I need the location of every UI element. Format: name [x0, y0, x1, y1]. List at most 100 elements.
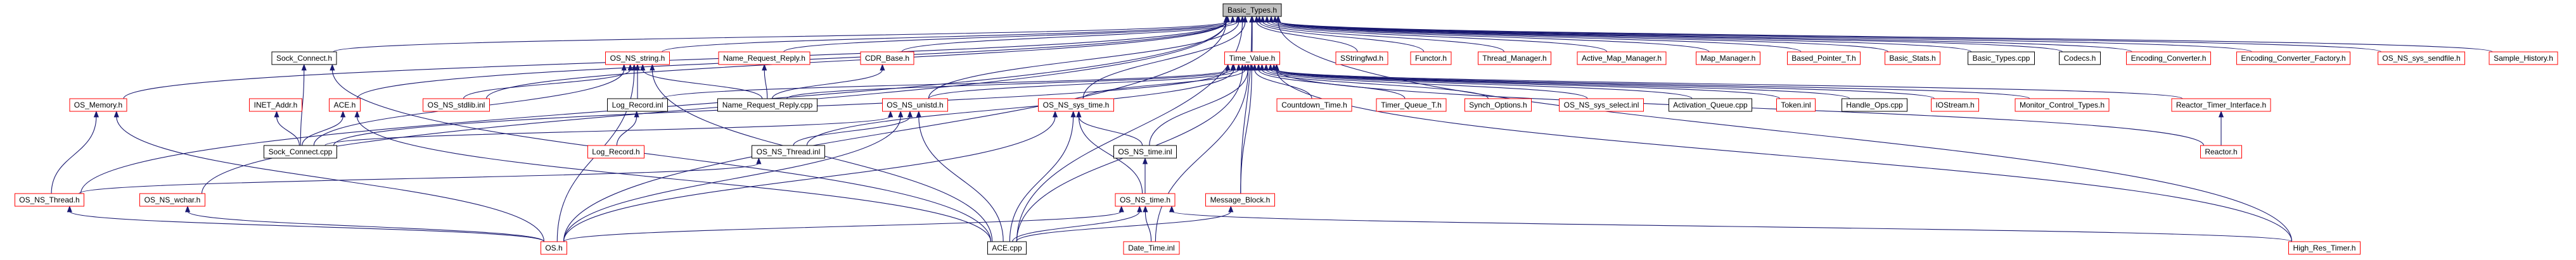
- node-timer-queue-t-h[interactable]: Timer_Queue_T.h: [1376, 98, 1447, 112]
- edge-log-record-inl-to-os-ns-string-h: [634, 63, 641, 99]
- edge-line: [1009, 116, 1074, 242]
- node-sock-connect-h[interactable]: Sock_Connect.h: [271, 51, 337, 65]
- node-date-time-inl[interactable]: Date_Time.inl: [1123, 241, 1180, 255]
- node-cdr-base-h[interactable]: CDR_Base.h: [860, 51, 914, 65]
- node-os-ns-wchar-h[interactable]: OS_NS_wchar.h: [139, 193, 205, 207]
- node-os-ns-string-h[interactable]: OS_NS_string.h: [605, 51, 670, 65]
- node-based-pointer-t-h[interactable]: Based_Pointer_T.h: [1787, 51, 1861, 65]
- edge-os-ns-unistd-h-to-basic-types-h: [928, 15, 1241, 99]
- edge-os-ns-string-h-to-basic-types-h: [662, 15, 1231, 53]
- node-monitor-control-types-h[interactable]: Monitor_Control_Types.h: [2015, 98, 2110, 112]
- edge-line: [69, 211, 545, 242]
- edge-os-ns-unistd-h-to-time-value-h: [928, 63, 1241, 99]
- arrowhead: [1268, 15, 1274, 23]
- node-sock-connect-cpp[interactable]: Sock_Connect.cpp: [264, 145, 337, 159]
- edge-name-request-reply-cpp-to-cdr-base-h: [772, 63, 885, 99]
- node-box: [139, 193, 205, 207]
- node-name-request-reply-h[interactable]: Name_Request_Reply.h: [718, 51, 811, 65]
- node-box: [1205, 193, 1275, 207]
- node-label: Basic_Types.h: [1227, 6, 1277, 15]
- node-synch-options-h[interactable]: Synch_Options.h: [1464, 98, 1532, 112]
- node-box: [1577, 51, 1667, 65]
- arrowhead: [888, 110, 894, 118]
- node-os-ns-unistd-h[interactable]: OS_NS_unistd.h: [882, 98, 948, 112]
- node-active-map-manager-h[interactable]: Active_Map_Manager.h: [1577, 51, 1667, 65]
- node-label: Name_Request_Reply.cpp: [722, 101, 813, 109]
- node-label: Message_Block.h: [1210, 195, 1271, 204]
- node-functor-h[interactable]: Functor.h: [1410, 51, 1452, 65]
- edge-line: [1171, 211, 2293, 242]
- node-name-request-reply-cpp[interactable]: Name_Request_Reply.cpp: [717, 98, 817, 112]
- edge-os-h-to-os-memory-h: [113, 110, 545, 242]
- node-log-record-inl[interactable]: Log_Record.inl: [607, 98, 668, 112]
- node-iostream-h[interactable]: IOStream.h: [1931, 98, 1979, 112]
- node-os-memory-h[interactable]: OS_Memory.h: [69, 98, 127, 112]
- node-encoding-converter-factory-h[interactable]: Encoding_Converter_Factory.h: [2236, 51, 2350, 65]
- node-os-ns-sys-select-inl[interactable]: OS_NS_sys_select.inl: [1559, 98, 1644, 112]
- arrowhead: [1118, 205, 1124, 213]
- arrowhead: [1231, 63, 1236, 71]
- node-token-inl[interactable]: Token.inl: [1776, 98, 1816, 112]
- edge-os-h-to-os-ns-unistd-h: [563, 110, 904, 242]
- node-os-ns-time-h[interactable]: OS_NS_time.h: [1115, 193, 1176, 207]
- node-ace-h[interactable]: ACE.h: [329, 98, 361, 112]
- node-box: [1669, 98, 1752, 112]
- edge-line: [1276, 69, 2030, 99]
- node-box: [718, 51, 811, 65]
- node-os-ns-thread-h[interactable]: OS_NS_Thread.h: [15, 193, 84, 207]
- edge-os-ns-sys-sendfile-h-to-basic-types-h: [1275, 15, 2382, 53]
- node-thread-manager-h[interactable]: Thread_Manager.h: [1478, 51, 1551, 65]
- node-label: OS_NS_stdlib.inl: [428, 101, 485, 109]
- node-handle-ops-cpp[interactable]: Handle_Ops.cpp: [1842, 98, 1907, 112]
- node-label: Synch_Options.h: [1469, 101, 1527, 109]
- arrowhead: [1143, 205, 1148, 213]
- edge-line: [1016, 21, 1243, 242]
- node-inet-addr-h[interactable]: INET_Addr.h: [249, 98, 302, 112]
- node-sstringfwd-h[interactable]: SStringfwd.h: [1335, 51, 1388, 65]
- node-basic-stats-h[interactable]: Basic_Stats.h: [1885, 51, 1940, 65]
- node-message-block-h[interactable]: Message_Block.h: [1205, 193, 1275, 207]
- node-os-ns-sys-time-h[interactable]: OS_NS_sys_time.h: [1038, 98, 1114, 112]
- node-activation-queue-cpp[interactable]: Activation_Queue.cpp: [1669, 98, 1752, 112]
- node-log-record-h[interactable]: Log_Record.h: [587, 145, 644, 159]
- node-box: [1222, 3, 1282, 17]
- node-label: ACE.cpp: [992, 244, 1022, 252]
- edge-line: [1149, 69, 1248, 146]
- edge-line: [1155, 69, 1249, 242]
- node-reactor-timer-interface-h[interactable]: Reactor_Timer_Interface.h: [2171, 98, 2271, 112]
- node-ace-cpp[interactable]: ACE.cpp: [987, 241, 1027, 255]
- node-map-manager-h[interactable]: Map_Manager.h: [1696, 51, 1760, 65]
- arrowhead: [916, 110, 921, 118]
- node-os-ns-stdlib-inl[interactable]: OS_NS_stdlib.inl: [423, 98, 490, 112]
- arrowhead: [627, 63, 633, 71]
- node-countdown-time-h[interactable]: Countdown_Time.h: [1276, 98, 1352, 112]
- edge-line: [1012, 211, 1140, 242]
- node-reactor-h[interactable]: Reactor.h: [2200, 145, 2242, 159]
- edge-os-h-to-os-ns-sys-time-h: [563, 110, 1058, 242]
- edge-os-h-to-os-ns-wchar-h: [184, 205, 545, 242]
- arrowhead: [330, 63, 335, 71]
- node-basic-types-h[interactable]: Basic_Types.h: [1222, 3, 1282, 17]
- node-box: [2059, 51, 2101, 65]
- node-box: [423, 98, 490, 112]
- node-codecs-h[interactable]: Codecs.h: [2059, 51, 2101, 65]
- node-label: INET_Addr.h: [254, 101, 298, 109]
- node-box: [249, 98, 302, 112]
- node-os-h[interactable]: OS.h: [541, 241, 567, 255]
- arrowhead: [1255, 63, 1262, 71]
- edge-sock-connect-cpp-to-ace-h: [302, 110, 346, 146]
- node-os-ns-time-inl[interactable]: OS_NS_time.inl: [1113, 145, 1177, 159]
- edge-line: [1078, 116, 1143, 194]
- node-sample-history-h[interactable]: Sample_History.h: [2489, 51, 2558, 65]
- node-os-ns-sys-sendfile-h[interactable]: OS_NS_sys_sendfile.h: [2378, 51, 2465, 65]
- edge-line: [1082, 21, 1246, 99]
- node-os-ns-thread-inl[interactable]: OS_NS_Thread.inl: [752, 145, 825, 159]
- node-time-value-h[interactable]: Time_Value.h: [1224, 51, 1280, 65]
- arrowhead: [1052, 110, 1058, 118]
- edge-os-ns-thread-inl-to-os-ns-unistd-h: [793, 110, 913, 146]
- node-basic-types-cpp[interactable]: Basic_Types.cpp: [1968, 51, 2035, 65]
- node-encoding-converter-h[interactable]: Encoding_Converter.h: [2126, 51, 2211, 65]
- edge-line: [1016, 211, 1231, 242]
- node-label: OS_NS_sys_time.h: [1043, 101, 1110, 109]
- node-high-res-timer-h[interactable]: High_Res_Timer.h: [2288, 241, 2361, 255]
